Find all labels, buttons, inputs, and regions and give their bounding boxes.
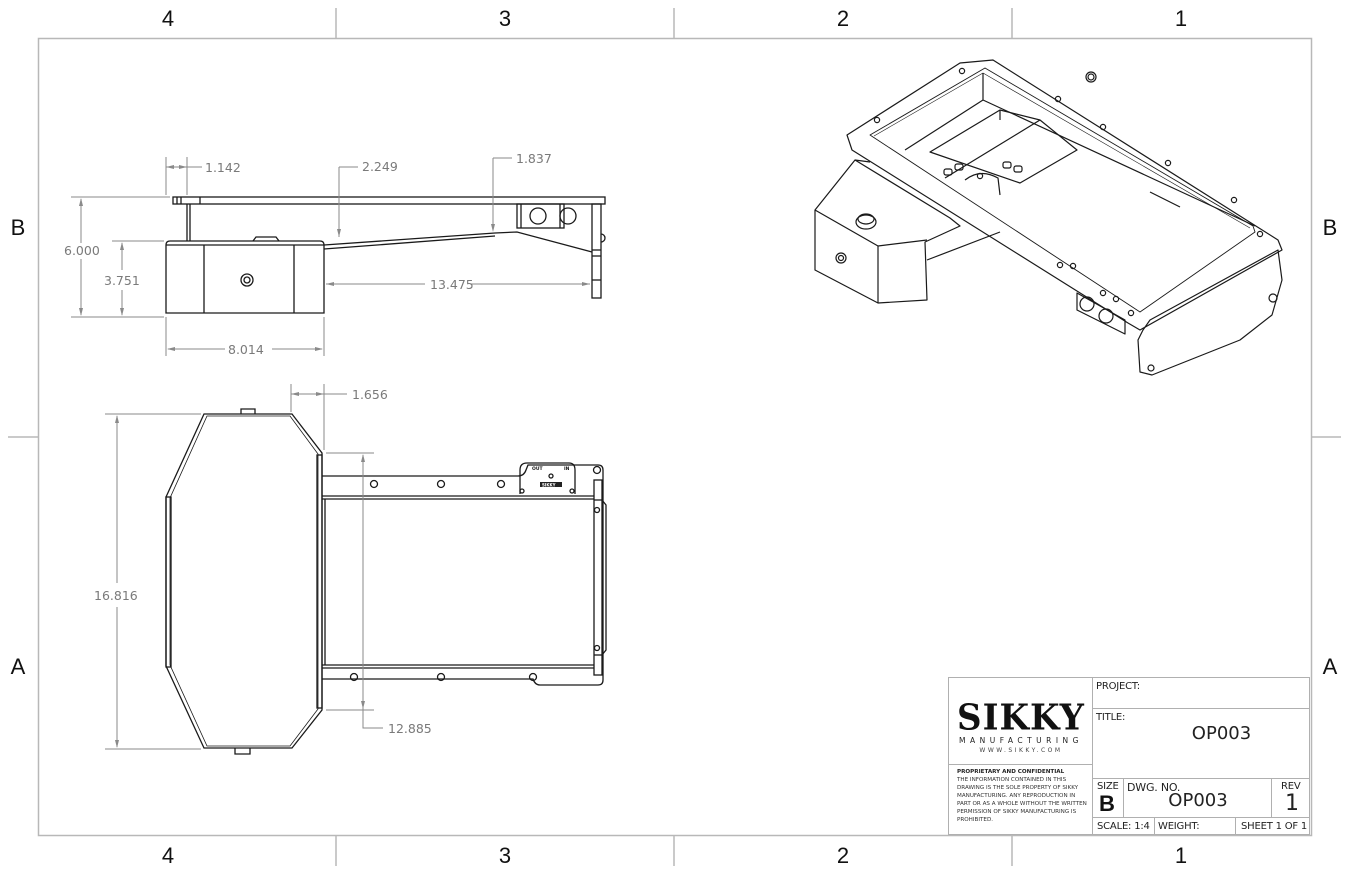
top-dimension-arrows xyxy=(115,392,365,748)
side-view xyxy=(165,196,606,314)
dim-sump-height: 3.751 xyxy=(104,273,140,288)
zone-column-label-top: 1 xyxy=(1174,6,1188,31)
drawing-number-label: DWG. NO. xyxy=(1127,781,1181,794)
revision-cell: REV 1 xyxy=(1272,779,1310,818)
dim-rear-length: 13.475 xyxy=(430,277,474,292)
dim-flange-offset: 1.142 xyxy=(205,160,241,175)
revision-label: REV xyxy=(1281,781,1301,792)
sheet-number: SHEET 1 OF 1 xyxy=(1241,821,1308,832)
zone-row-label-right: B xyxy=(1322,215,1338,240)
dim-sump-width: 8.014 xyxy=(228,342,264,357)
title-label: TITLE: xyxy=(1096,712,1126,723)
dim-depth-rear: 1.837 xyxy=(516,151,552,166)
plate-marking-logo: SIKKY xyxy=(542,483,556,488)
side-view-dimensions xyxy=(71,157,590,356)
zone-row-label-left: A xyxy=(10,654,26,679)
scale-cell: SCALE: 1:4 xyxy=(1093,818,1155,835)
weight-label: WEIGHT: xyxy=(1158,821,1200,832)
drawing-number-value: OP003 xyxy=(1168,790,1228,811)
weight-cell: WEIGHT: xyxy=(1155,818,1236,835)
zone-column-label-top: 2 xyxy=(836,6,850,31)
dim-sump-overhang: 1.656 xyxy=(352,387,388,402)
project-cell: PROJECT: xyxy=(1093,678,1310,709)
zone-column-label-bottom: 1 xyxy=(1174,843,1188,868)
zone-column-label-top: 3 xyxy=(498,6,512,31)
proprietary-text: THE INFORMATION CONTAINED IN THIS DRAWIN… xyxy=(957,777,1087,823)
project-label: PROJECT: xyxy=(1096,681,1140,692)
isometric-view xyxy=(814,59,1283,376)
plate-marking-in: IN xyxy=(564,466,570,472)
scale-value: SCALE: 1:4 xyxy=(1097,821,1150,832)
company-logo: SIKKY xyxy=(957,697,1085,739)
dim-sump-length: 16.816 xyxy=(94,588,138,603)
company-logo-cell: SIKKY MANUFACTURING WWW.SIKKY.COM xyxy=(949,678,1093,765)
zone-column-label-bottom: 3 xyxy=(498,843,512,868)
top-view xyxy=(165,408,607,755)
dimension-arrows xyxy=(79,165,590,351)
title-cell: TITLE: OP003 xyxy=(1093,709,1310,779)
company-url: WWW.SIKKY.COM xyxy=(979,747,1063,754)
dim-overall-height: 6.000 xyxy=(64,243,100,258)
size-label: SIZE xyxy=(1097,781,1119,792)
zone-row-label-right: A xyxy=(1322,654,1338,679)
company-subtitle: MANUFACTURING xyxy=(959,736,1083,745)
size-cell: SIZE B xyxy=(1093,779,1124,818)
drawing-number-cell: DWG. NO. OP003 xyxy=(1124,779,1272,818)
title-block: SIKKY MANUFACTURING WWW.SIKKY.COM PROPRI… xyxy=(948,677,1310,835)
proprietary-notice-cell: PROPRIETARY AND CONFIDENTIAL THE INFORMA… xyxy=(949,765,1093,835)
zone-column-label-top: 4 xyxy=(161,6,175,31)
dim-pan-width: 12.885 xyxy=(388,721,432,736)
zone-column-label-bottom: 2 xyxy=(836,843,850,868)
title-value: OP003 xyxy=(1191,723,1252,744)
zone-row-label-left: B xyxy=(10,215,26,240)
zone-column-label-bottom: 4 xyxy=(161,843,175,868)
proprietary-heading: PROPRIETARY AND CONFIDENTIAL xyxy=(957,769,1065,775)
sheet-border xyxy=(8,8,1341,866)
size-value: B xyxy=(1099,791,1115,816)
revision-value: 1 xyxy=(1285,791,1299,816)
fitting-plate-markings: OUT IN SIKKY xyxy=(532,466,570,488)
plate-marking-out: OUT xyxy=(532,466,543,472)
sheet-cell: SHEET 1 OF 1 xyxy=(1236,818,1310,835)
top-view-dimensions xyxy=(105,384,383,750)
dim-depth-mid: 2.249 xyxy=(362,159,398,174)
